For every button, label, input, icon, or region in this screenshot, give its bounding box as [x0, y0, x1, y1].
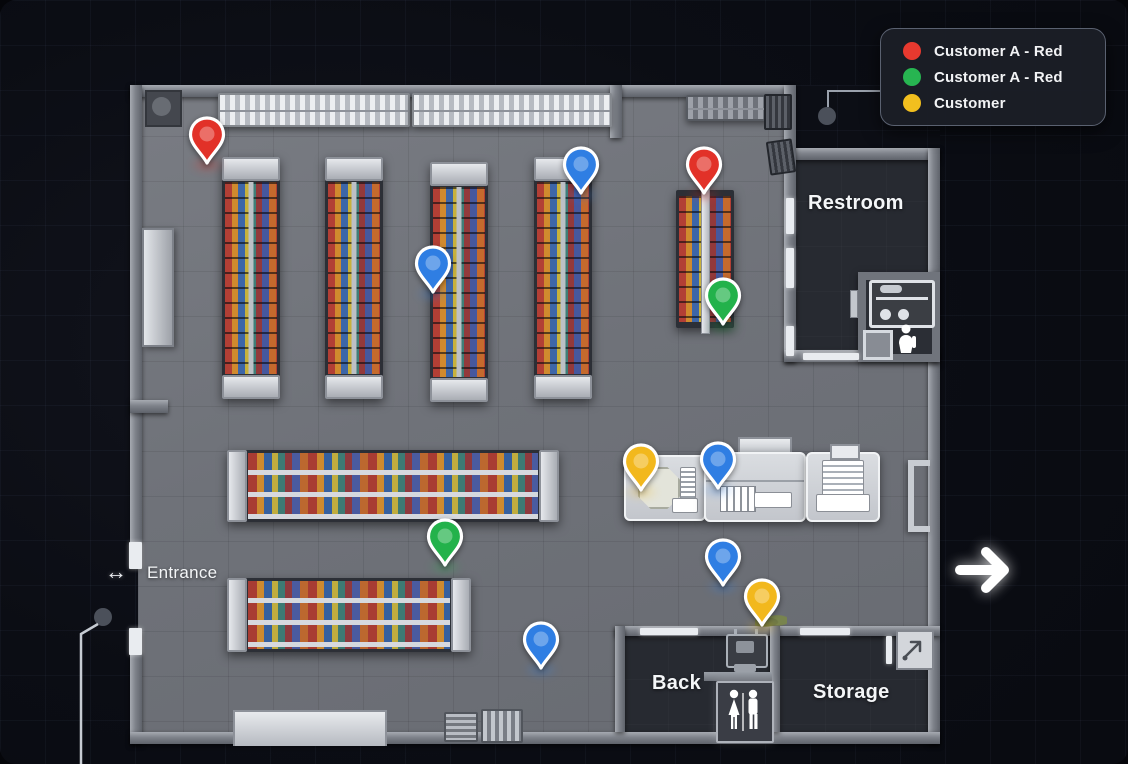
register-strip-icon [680, 467, 696, 499]
backroom-door-2 [800, 628, 850, 635]
shelf-aisle-3 [430, 162, 488, 402]
wall-cooler-right [412, 93, 612, 127]
entrance-arrow-icon: ↔ [105, 559, 127, 584]
restroom-sink-icon [869, 280, 935, 328]
monitor-stand [734, 664, 756, 672]
bottom-left-connector [79, 608, 112, 764]
storage-tool-box [896, 630, 934, 670]
legend-item-green: Customer A - Red [903, 64, 1105, 90]
shelf-row-middle [227, 450, 559, 522]
crate-bottom-1 [444, 712, 478, 742]
legend-item-red: Customer A - Red [903, 38, 1105, 64]
crate-bottom-2 [481, 709, 523, 743]
wall-left-upper [130, 85, 142, 568]
legend-label: Customer A - Red [934, 68, 1063, 86]
legend-label: Customer A - Red [934, 42, 1063, 60]
wall-restroom-top [792, 148, 940, 160]
legend-item-yellow: Customer [903, 90, 1105, 116]
customer-pin-red[interactable] [188, 116, 226, 166]
entrance-label: Entrance [147, 563, 218, 582]
customer-pin-blue[interactable] [414, 245, 452, 295]
corner-column [145, 90, 182, 127]
printer-tray-icon [816, 494, 870, 512]
shelf-aisle-1 [222, 157, 280, 399]
hand-truck-icon [902, 640, 922, 661]
scanner-icon [754, 492, 792, 508]
restroom-sign-figures-icon [728, 689, 758, 731]
legend: Customer A - Red Customer A - Red Custom… [880, 28, 1106, 126]
customer-pin-yellow[interactable] [743, 578, 781, 628]
legend-label: Customer [934, 94, 1006, 112]
crate-top-2 [765, 138, 797, 176]
entrance-door-jamb-top [129, 542, 142, 569]
restroom-mirror [850, 290, 858, 318]
customer-pin-yellow[interactable] [622, 443, 660, 493]
restroom-door-3 [786, 326, 794, 356]
wall-cooler-left [218, 93, 410, 127]
shelf-aisle-2 [325, 157, 383, 399]
customer-pin-blue[interactable] [562, 146, 600, 196]
restroom-label: Restroom [808, 192, 904, 214]
checkout-counter-3 [806, 444, 880, 522]
legend-swatch-yellow [903, 94, 921, 112]
left-wall-panel [142, 228, 174, 347]
wall-backroom-left [615, 626, 625, 732]
restroom-bin-icon [863, 330, 893, 360]
right-wall-door-frame [908, 460, 930, 532]
wall-cooler-far [686, 95, 772, 121]
backroom-shelf-bar [704, 672, 772, 681]
storage-label: Storage [813, 681, 890, 703]
card-icon [672, 498, 698, 513]
bottom-counter [233, 710, 387, 746]
column-dome-icon [152, 97, 171, 116]
customer-pin-blue[interactable] [704, 538, 742, 588]
restroom-sign [716, 681, 774, 743]
legend-swatch-red [903, 42, 921, 60]
wall-left-stub [130, 400, 168, 413]
restroom-door-1 [786, 198, 794, 234]
restroom-door-2 [786, 248, 794, 288]
entrance-door-jamb-bottom [129, 628, 142, 655]
receipt-printer-icon [822, 460, 864, 496]
restroom-bottom-door [803, 353, 859, 360]
shelf-row-lower [227, 578, 471, 652]
restroom-person-icon [899, 324, 916, 353]
wall-left-lower [130, 630, 142, 744]
wall-top-partition [610, 85, 622, 138]
exit-arrow-icon [955, 547, 1009, 593]
customer-pin-green[interactable] [426, 518, 464, 568]
customer-pin-green[interactable] [704, 277, 742, 327]
customer-pin-blue[interactable] [522, 621, 560, 671]
customer-pin-red[interactable] [685, 146, 723, 196]
customer-pin-blue[interactable] [699, 441, 737, 491]
wall-back-storage-divider [770, 626, 780, 732]
legend-swatch-green [903, 68, 921, 86]
backroom-door-1 [640, 628, 698, 635]
security-monitor-icon [726, 629, 768, 668]
crate-top-1 [764, 94, 792, 130]
back-label: Back [652, 672, 702, 694]
storage-door [886, 636, 892, 664]
